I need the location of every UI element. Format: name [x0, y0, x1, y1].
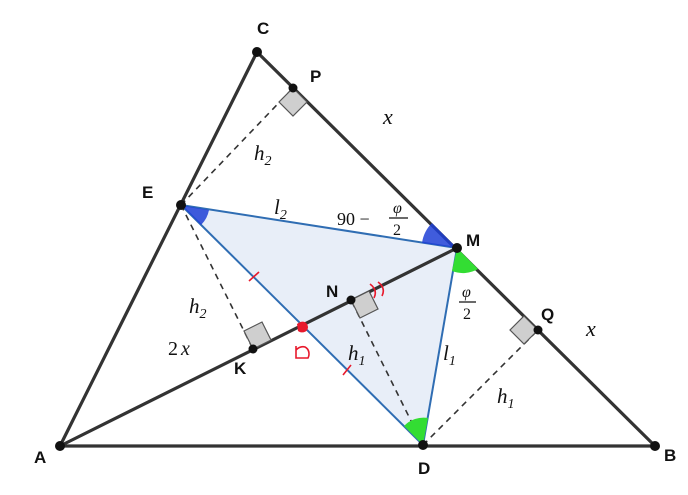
label-l2-sub: 2: [280, 208, 287, 223]
label-q: Q: [541, 305, 554, 324]
label-h2-top-sub: 2: [265, 154, 272, 169]
label-angle-90-minus: 90 −: [337, 209, 370, 229]
label-h1-middle-h: h: [348, 341, 359, 365]
segment-em: [180, 204, 458, 249]
point-q: [533, 325, 543, 335]
red-scribble: [295, 345, 310, 359]
point-n: [346, 295, 356, 305]
point-p: [288, 83, 298, 93]
point-m: [452, 243, 462, 253]
dashed-ek: [180, 204, 254, 350]
angle-mark-m-blue: [422, 223, 457, 248]
label-h1-middle: h1: [348, 341, 366, 369]
point-b: [650, 441, 660, 451]
label-2x-variable: x: [180, 338, 190, 360]
right-angle-k: [243, 321, 272, 350]
label-x-top: x: [382, 104, 393, 129]
label-h2-top-h: h: [254, 141, 265, 165]
label-h1-right-h: h: [497, 384, 508, 408]
side-ac: [58, 51, 259, 447]
tick-mark-en: [248, 271, 260, 282]
label-l2: l2: [274, 195, 287, 223]
angle-mark-m-green: [452, 248, 478, 274]
point-e: [176, 200, 186, 210]
label-h2-left-sub: 2: [200, 307, 207, 322]
point-a: [55, 441, 65, 451]
median-am: [59, 246, 458, 448]
label-a: A: [34, 448, 46, 467]
point-midpoint: [298, 322, 306, 330]
tick-mark-nd: [342, 364, 352, 376]
right-angle-p: [278, 87, 308, 117]
right-angle-n: [350, 290, 379, 319]
label-angle-top-denominator: 2: [393, 222, 401, 239]
label-h1-right-sub: 1: [508, 397, 515, 412]
dashed-dq: [422, 329, 539, 446]
label-l1-sub: 1: [449, 354, 456, 369]
label-l2-l: l: [274, 195, 280, 219]
triangle-emd-fill: [181, 205, 457, 445]
dashed-ep: [180, 87, 294, 206]
label-h1-middle-sub: 1: [359, 354, 366, 369]
angle-mark-e: [181, 205, 209, 225]
label-angle-top-phi: φ: [393, 200, 402, 217]
label-m: M: [466, 231, 480, 250]
label-e: E: [142, 183, 153, 202]
label-h2-left: h2: [189, 294, 207, 322]
label-2x-coefficient: 2: [168, 338, 178, 360]
label-c: C: [257, 19, 269, 38]
label-b: B: [664, 446, 676, 465]
point-c: [252, 47, 262, 57]
label-angle-right-phi: φ: [462, 284, 471, 301]
label-l1-l: l: [443, 341, 449, 365]
label-angle-right-denominator: 2: [463, 306, 471, 323]
point-d: [418, 440, 428, 450]
label-p: P: [310, 67, 321, 86]
label-h1-right: h1: [497, 384, 515, 412]
label-k: K: [234, 359, 247, 378]
right-angle-q: [509, 315, 539, 345]
tick-mark-nm: [369, 281, 385, 299]
point-k: [248, 344, 258, 354]
segment-md: [422, 247, 458, 446]
label-n: N: [326, 282, 338, 301]
label-h2-top: h2: [254, 141, 272, 169]
angle-mark-d: [404, 417, 428, 445]
label-h2-left-h: h: [189, 294, 200, 318]
label-l1: l1: [443, 341, 456, 369]
label-x-right: x: [585, 316, 596, 341]
label-d: D: [418, 459, 430, 478]
